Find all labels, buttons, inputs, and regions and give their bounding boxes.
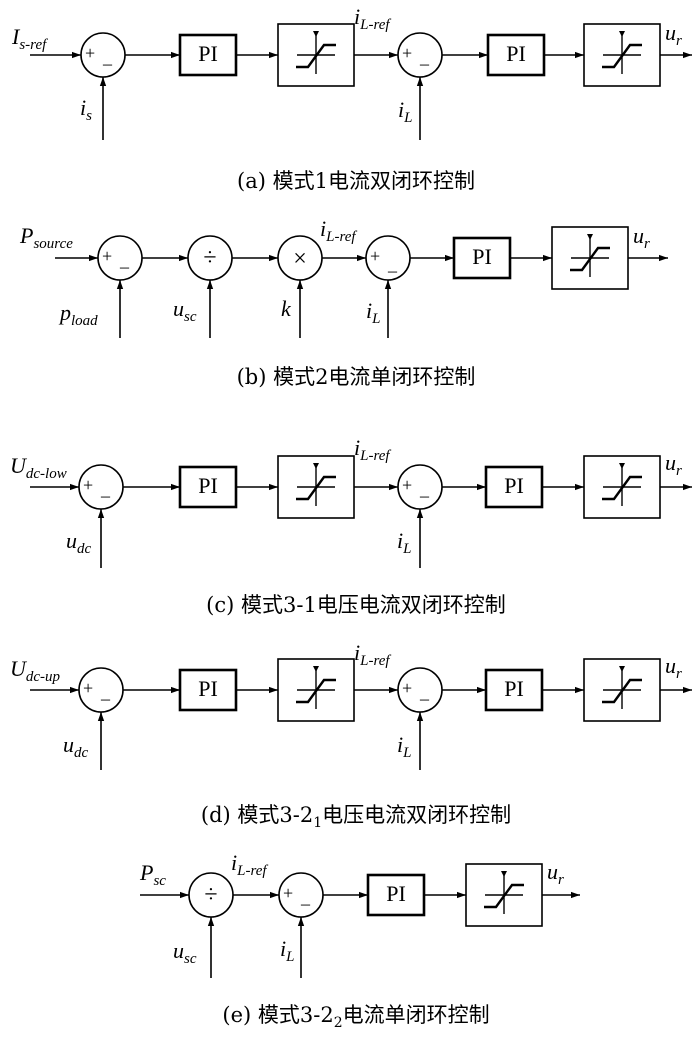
pi-block-d1 [178,668,238,712]
panel-a: + _ PI + _ PI Is-ref is iL-ref iL ur (a)… [11,4,692,193]
feedback-label-c2: iL [397,528,411,557]
minus-sign: _ [119,250,130,270]
pi-block-b1 [452,236,512,280]
caption-b: (b) 模式2电流单闭环控制 [237,365,476,389]
divide-sign: ÷ [203,245,216,271]
minus-sign: _ [419,47,430,67]
panel-c: + _ PI + _ PI Udc-low udc iL-ref iL ur (… [10,435,692,617]
plus-sign: + [402,678,412,698]
pi-block-c1 [178,465,238,509]
plus-sign: + [370,246,380,266]
input-label-e: Psc [139,860,166,889]
minus-sign: _ [102,47,113,67]
feedback-label-c1: udc [66,528,92,557]
pi-label: PI [506,41,526,66]
plus-sign: + [102,246,112,266]
plus-sign: + [402,475,412,495]
output-label-c: ur [665,450,682,479]
plus-sign: + [402,43,412,63]
pi-label: PI [472,244,492,269]
divide-sign: ÷ [204,882,217,908]
reference-label-c: iL-ref [354,435,391,464]
reference-label-a: iL-ref [354,4,391,33]
caption-c: (c) 模式3-1电压电流双闭环控制 [206,593,506,617]
plus-sign: + [283,883,293,903]
input-label-c: Udc-low [10,453,67,482]
divisor-label-e: usc [173,938,197,967]
output-label-a: ur [665,20,682,49]
reference-label-b: iL-ref [320,216,357,245]
feedback-label-b2: iL [366,298,380,327]
plus-sign: + [83,475,93,495]
pi-block-a1 [178,33,238,77]
input-label-a: Is-ref [11,24,48,53]
pi-block-c2 [484,465,544,509]
minus-sign: _ [419,479,430,499]
pi-label: PI [198,41,218,66]
input-label-b: Psource [19,223,73,252]
multiply-sign: × [293,246,307,272]
input-label-d: Udc-up [10,656,61,685]
pi-label: PI [386,881,406,906]
panel-e: ÷ + _ PI Psc usc iL-ref iL ur (e) 模式3-22… [139,850,580,1031]
reference-label-e: iL-ref [231,850,268,879]
divisor-label-b: usc [173,296,197,325]
pi-label: PI [198,676,218,701]
feedback-label-e2: iL [280,936,294,965]
output-label-b: ur [633,223,650,252]
gain-label-b: k [281,296,292,321]
pi-label: PI [504,676,524,701]
pi-label: PI [198,473,218,498]
panel-d: + _ PI + _ PI Udc-up udc iL-ref iL ur (d… [10,640,692,831]
plus-sign: + [85,43,95,63]
feedback-label-d1: udc [63,732,89,761]
minus-sign: _ [300,887,311,907]
output-label-d: ur [665,653,682,682]
minus-sign: _ [100,479,111,499]
feedback-label-a2: iL [398,97,412,126]
feedback-label-b1: pload [58,300,98,329]
minus-sign: _ [100,682,111,702]
caption-d: (d) 模式3-21电压电流双闭环控制 [201,803,511,831]
caption-e: (e) 模式3-22电流单闭环控制 [222,1003,489,1031]
caption-a: (a) 模式1电流双闭环控制 [237,169,475,193]
plus-sign: + [83,678,93,698]
pi-label: PI [504,473,524,498]
feedback-label-d2: iL [397,732,411,761]
feedback-label-a1: is [80,95,92,124]
minus-sign: _ [387,254,398,274]
reference-label-d: iL-ref [354,640,391,669]
panel-b: + _ ÷ × + _ PI Psource pload usc k iL-re… [19,216,668,389]
pi-block-d2 [484,668,544,712]
output-label-e: ur [547,859,564,888]
minus-sign: _ [419,682,430,702]
